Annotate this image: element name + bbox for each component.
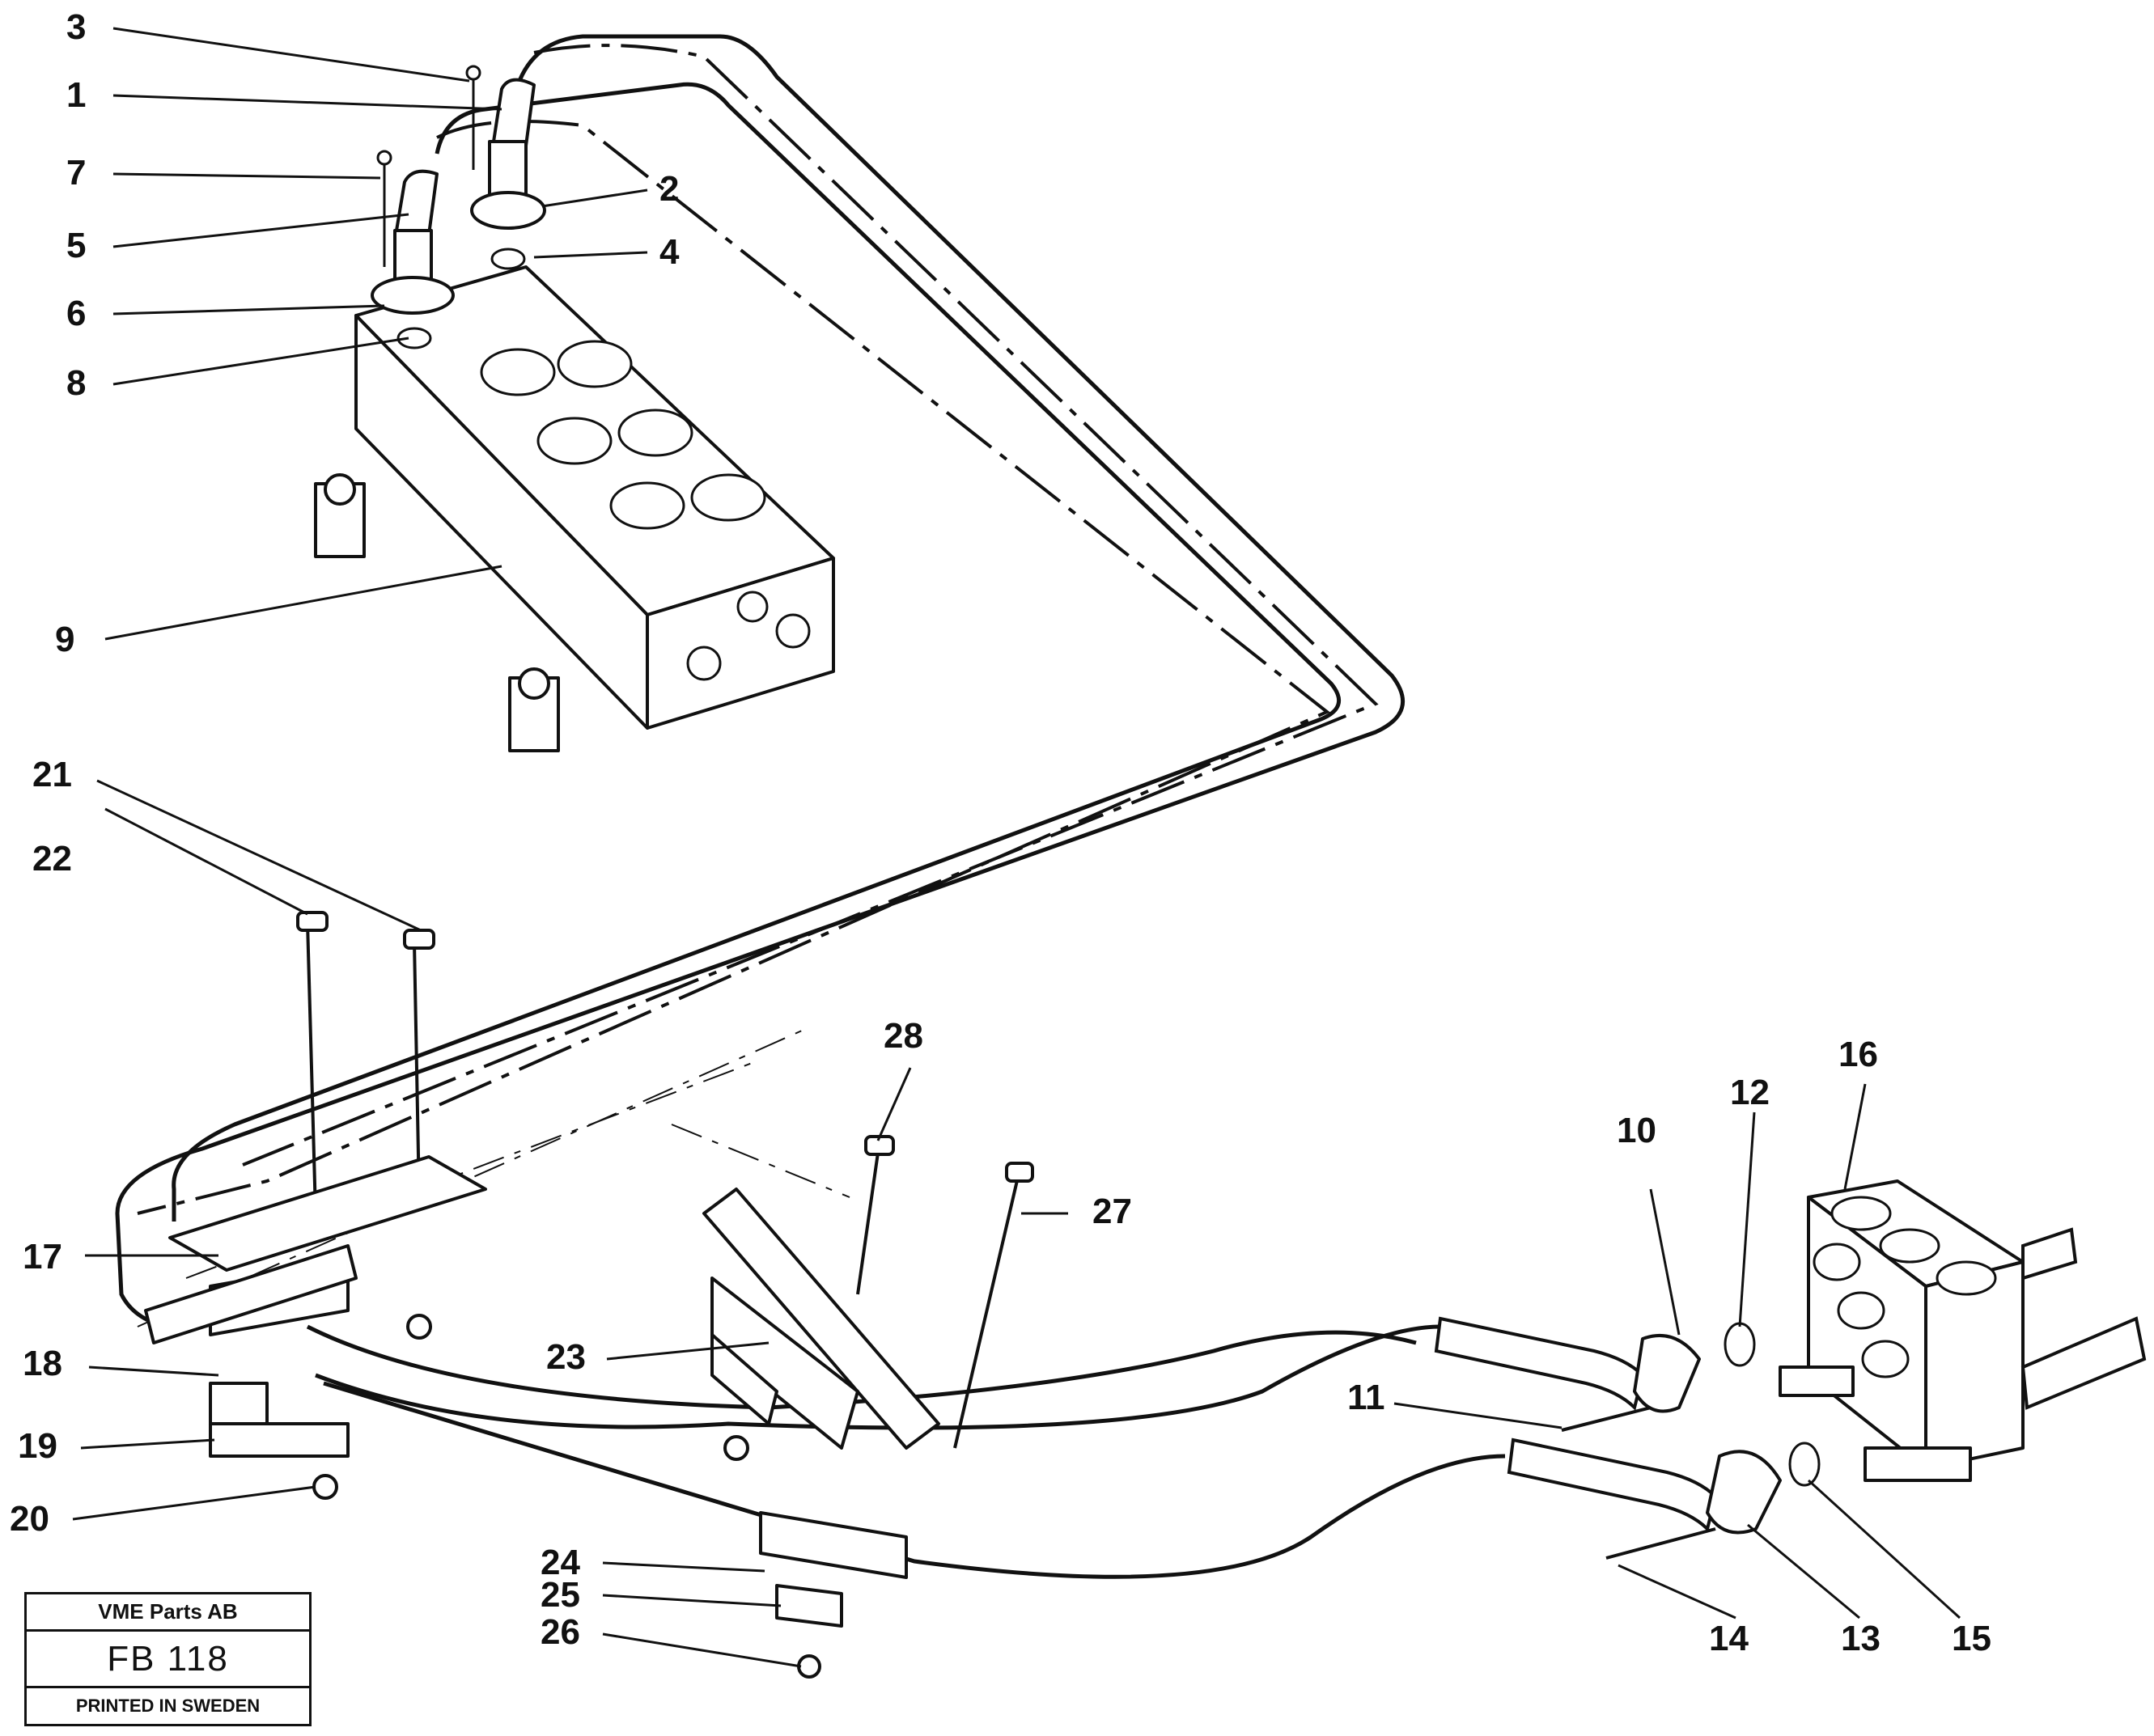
centerline-outer <box>242 44 1379 1167</box>
clamp-strip <box>144 1244 358 1344</box>
bracket-bolt-right <box>518 667 550 700</box>
screw-14 <box>1605 1527 1716 1560</box>
fitting-flange-2 <box>470 191 546 230</box>
valve-ports-end <box>686 591 811 681</box>
bolt-21 <box>413 942 421 1198</box>
clamp-assembly <box>144 911 487 1500</box>
hose-upper <box>1434 1316 1645 1411</box>
valve-block-end-face <box>646 557 835 730</box>
clamp-block <box>209 1382 269 1425</box>
hose-fitting-10 <box>1633 1333 1701 1413</box>
hose-fitting-13 <box>1706 1450 1782 1535</box>
fitting-elbow-1 <box>492 78 536 147</box>
pipe-line-inner <box>172 82 1341 1222</box>
callout-22: 22 <box>32 839 72 879</box>
bracket-arm <box>702 1188 940 1450</box>
callout-11: 11 <box>1347 1378 1385 1417</box>
centerline-inner <box>137 120 1330 1215</box>
callout-labels: 3 1 7 5 6 8 9 2 4 21 22 17 18 19 20 23 2… <box>10 7 1991 1658</box>
callout-4: 4 <box>659 232 680 272</box>
callout-3: 3 <box>66 7 86 47</box>
callout-8: 8 <box>66 363 86 403</box>
valve-ports-top <box>480 340 766 530</box>
callout-12: 12 <box>1730 1073 1770 1112</box>
pipe-routing <box>115 34 1506 1579</box>
callout-25: 25 <box>541 1575 580 1615</box>
o-ring-4 <box>490 248 526 270</box>
o-ring-8 <box>396 327 432 349</box>
callout-15: 15 <box>1952 1619 1991 1658</box>
callout-17: 17 <box>23 1237 62 1277</box>
callout-1: 1 <box>66 75 86 115</box>
nut-20 <box>312 1474 338 1500</box>
callout-5: 5 <box>66 226 86 265</box>
valve-right-ports <box>1813 1196 1997 1378</box>
title-block-drawing-code: FB 118 <box>27 1632 309 1688</box>
nut-26 <box>797 1654 821 1679</box>
title-block: VME Parts AB FB 118 PRINTED IN SWEDEN <box>24 1592 312 1726</box>
pipe-line-lower-2 <box>306 1324 1417 1410</box>
leader-lines <box>72 27 1961 1668</box>
bolt-28 <box>856 1152 880 1295</box>
middle-bracket <box>702 1135 1034 1679</box>
callout-28: 28 <box>884 1016 923 1056</box>
title-block-company: VME Parts AB <box>27 1594 309 1632</box>
callout-26: 26 <box>541 1612 580 1652</box>
nut-bracket <box>723 1435 749 1461</box>
valve-block-right <box>1779 1179 2147 1482</box>
callout-2: 2 <box>659 169 679 209</box>
callout-20: 20 <box>10 1499 49 1539</box>
pipe-line-lower-3 <box>323 1381 1506 1579</box>
callout-18: 18 <box>23 1344 62 1383</box>
valve-block-top <box>314 265 835 752</box>
screw-11 <box>1561 1406 1652 1432</box>
bolt-22 <box>306 921 317 1214</box>
fitting-elbow-5 <box>395 169 439 236</box>
callout-10: 10 <box>1617 1111 1656 1150</box>
title-block-printed: PRINTED IN SWEDEN <box>75 1696 261 1716</box>
callout-23: 23 <box>546 1337 586 1377</box>
fitting-flange-6 <box>371 276 455 315</box>
clamp-plate-17 <box>168 1155 487 1272</box>
callout-13: 13 <box>1841 1619 1881 1658</box>
callout-27: 27 <box>1092 1192 1132 1231</box>
callout-7: 7 <box>66 153 86 193</box>
screw-7 <box>376 150 392 166</box>
clamp-24 <box>759 1511 908 1579</box>
valve-right-outlet-top <box>2021 1227 2078 1281</box>
clamp-plate-25 <box>775 1584 843 1628</box>
valve-right-bracket-1 <box>1779 1366 1855 1397</box>
clamp-plate-19 <box>209 1422 350 1458</box>
callout-21: 21 <box>32 755 72 794</box>
pipe-line-lower-1 <box>315 1324 1441 1430</box>
bracket-foot <box>710 1333 778 1425</box>
callout-19: 19 <box>18 1426 57 1466</box>
o-ring-15 <box>1788 1442 1821 1487</box>
bolt-27 <box>953 1176 1020 1449</box>
callout-16: 16 <box>1838 1035 1878 1074</box>
o-ring-12 <box>1724 1322 1756 1367</box>
valve-right-bracket-2 <box>1864 1446 1972 1482</box>
frame-phantom-2 <box>185 1059 761 1279</box>
callout-14: 14 <box>1709 1619 1749 1658</box>
hose-lower <box>1507 1437 1718 1532</box>
callout-9: 9 <box>55 620 74 659</box>
fittings-top <box>371 65 546 349</box>
bracket-body-23 <box>710 1277 859 1450</box>
screw-3 <box>465 65 481 81</box>
frame-phantom-3 <box>671 1124 850 1198</box>
callout-6: 6 <box>66 294 86 333</box>
bracket-bolt-left <box>324 473 356 506</box>
valve-right-outlet-side <box>2020 1316 2147 1410</box>
nut-near-21 <box>406 1314 432 1340</box>
hose-assembly <box>1434 1316 1821 1560</box>
callout-24: 24 <box>541 1543 580 1582</box>
pipe-line-outer <box>115 34 1406 1329</box>
